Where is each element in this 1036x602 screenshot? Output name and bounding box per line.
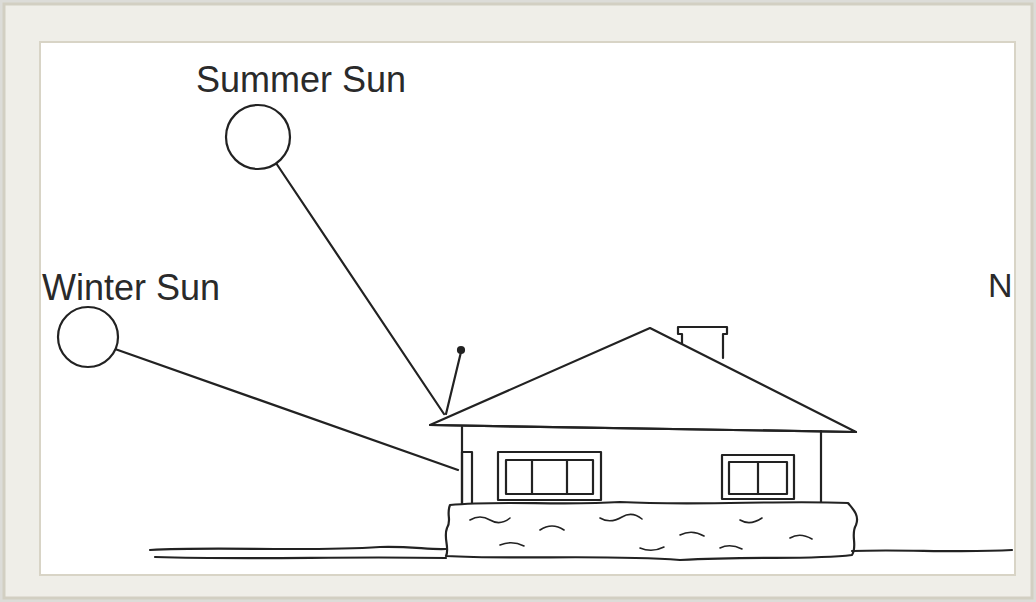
sun-label: Winter Sun <box>42 270 220 306</box>
winter-ray <box>115 349 458 470</box>
left-window-inner <box>506 460 593 494</box>
antenna <box>446 352 461 414</box>
sun-label: Summer Sun <box>196 62 406 98</box>
shrub-texture <box>470 514 812 550</box>
left-window <box>498 452 601 500</box>
sun-disc <box>226 105 290 169</box>
compass-label: N <box>988 268 1013 302</box>
shrubs <box>446 502 857 560</box>
panel <box>40 42 1015 575</box>
antenna-tip <box>458 347 464 353</box>
right-window-inner <box>729 462 787 494</box>
sun: Summer Sun <box>196 62 406 98</box>
right-window <box>722 455 794 499</box>
summer-ray <box>276 163 444 414</box>
eave <box>430 425 856 432</box>
ground <box>150 547 1012 558</box>
door <box>462 452 472 505</box>
frame <box>4 4 1032 598</box>
roof <box>430 328 856 432</box>
sun: Winter Sun <box>42 270 220 306</box>
sun-disc <box>58 307 118 367</box>
wall <box>462 427 821 505</box>
